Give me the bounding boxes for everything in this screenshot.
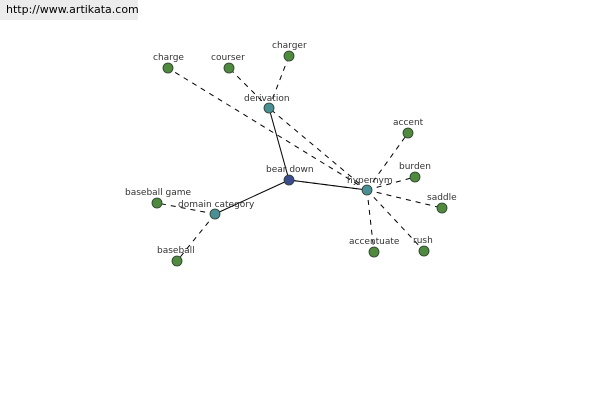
nodes-layer: bear down derivation hypernym domain catego… — [125, 41, 457, 267]
node-circle-derivation[interactable] — [263, 102, 275, 114]
node-circle-baseball[interactable] — [171, 255, 183, 267]
node-domain-category[interactable]: domain category — [178, 200, 255, 220]
node-rush[interactable]: rush — [413, 236, 433, 257]
node-baseball[interactable]: baseball — [157, 246, 195, 267]
node-burden[interactable]: burden — [399, 162, 431, 183]
edge-hypernym-to-accentuate — [366, 189, 375, 253]
node-circle-domain-category[interactable] — [209, 208, 221, 220]
node-baseball-game[interactable]: baseball game — [125, 188, 192, 209]
node-label-hypernym: hypernym — [347, 176, 393, 186]
edges-layer — [156, 55, 443, 262]
edge-bear-down-to-domain-category — [214, 179, 290, 215]
node-accent[interactable]: accent — [393, 118, 424, 139]
node-accentuate[interactable]: accentuate — [349, 237, 400, 258]
node-label-baseball-game: baseball game — [125, 188, 192, 198]
node-bear-down[interactable]: bear down — [266, 165, 314, 186]
node-circle-accent[interactable] — [402, 127, 414, 139]
edge-hypernym-to-saddle — [366, 189, 443, 209]
node-label-charge: charge — [153, 53, 184, 63]
node-charger[interactable]: charger — [272, 41, 307, 62]
edge-hypernym-to-bear-down — [288, 179, 368, 191]
edge-bear-down-to-derivation — [268, 107, 290, 181]
edge-hypernym-to-burden — [366, 176, 416, 191]
node-circle-rush[interactable] — [418, 245, 430, 257]
node-label-bear-down: bear down — [266, 165, 314, 175]
site-url-link[interactable]: http://www.artikata.com — [0, 0, 138, 20]
node-label-accentuate: accentuate — [349, 237, 400, 247]
edge-domain-category-to-baseball — [176, 213, 216, 262]
node-label-rush: rush — [413, 236, 433, 246]
edge-hypernym-to-accent — [366, 132, 409, 191]
node-label-derivation: derivation — [244, 94, 290, 104]
node-label-baseball: baseball — [157, 246, 195, 256]
node-derivation[interactable]: derivation — [244, 94, 290, 114]
node-circle-bear-down[interactable] — [283, 174, 295, 186]
node-circle-burden[interactable] — [409, 171, 421, 183]
node-circle-courser[interactable] — [223, 62, 235, 74]
node-circle-accentuate[interactable] — [368, 246, 380, 258]
node-circle-saddle[interactable] — [436, 202, 448, 214]
edge-hypernym-to-charge — [167, 67, 368, 191]
node-hypernym[interactable]: hypernym — [347, 176, 393, 196]
node-label-burden: burden — [399, 162, 431, 172]
node-label-domain-category: domain category — [178, 200, 255, 210]
node-circle-charge[interactable] — [162, 62, 174, 74]
node-label-accent: accent — [393, 118, 424, 128]
node-circle-hypernym[interactable] — [361, 184, 373, 196]
node-courser[interactable]: courser — [211, 53, 245, 74]
node-label-charger: charger — [272, 41, 307, 51]
node-label-saddle: saddle — [427, 193, 457, 203]
edge-hypernym-to-rush — [366, 189, 425, 252]
edge-hypernym-to-derivation — [268, 107, 368, 191]
node-charge[interactable]: charge — [153, 53, 184, 74]
node-label-courser: courser — [211, 53, 245, 63]
node-saddle[interactable]: saddle — [427, 193, 457, 214]
node-circle-baseball-game[interactable] — [151, 197, 163, 209]
node-circle-charger[interactable] — [283, 50, 295, 62]
